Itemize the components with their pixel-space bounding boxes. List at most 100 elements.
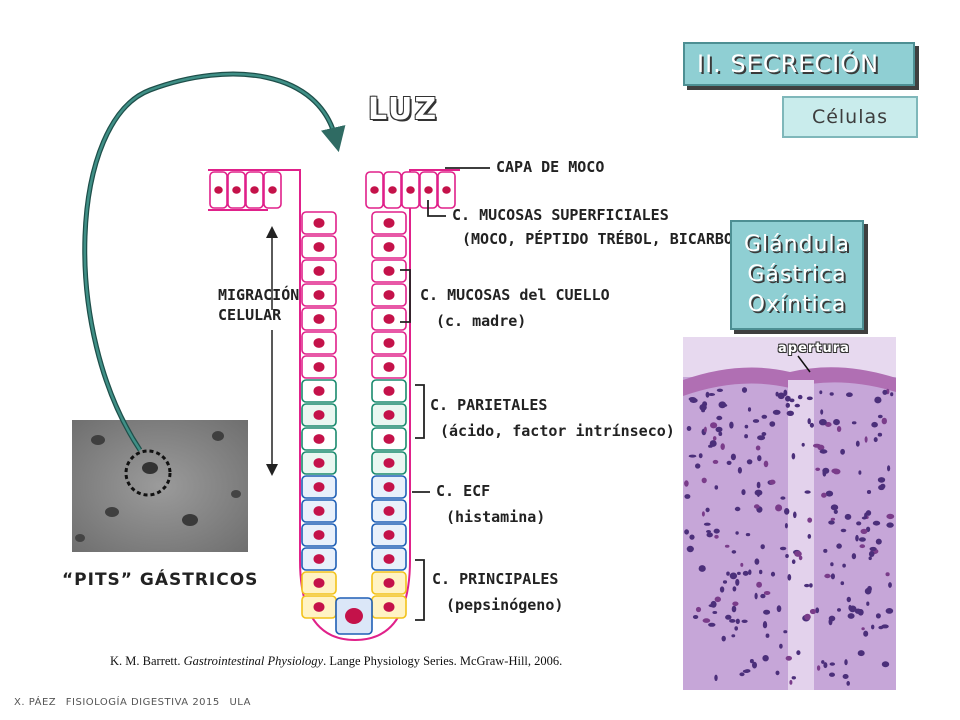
histology-nucleus bbox=[786, 410, 794, 416]
histology-nucleus bbox=[846, 596, 851, 603]
histology-nucleus bbox=[752, 661, 757, 669]
histology-nucleus bbox=[775, 670, 780, 676]
histology-nucleus bbox=[715, 426, 723, 433]
histology-nucleus bbox=[724, 544, 730, 548]
histology-nucleus bbox=[864, 436, 868, 443]
epithelial-cells bbox=[209, 171, 456, 635]
footer-course: FISIOLOGÍA DIGESTIVA 2015 bbox=[65, 697, 220, 708]
histology-nucleus bbox=[789, 680, 793, 685]
histology-nucleus bbox=[725, 614, 732, 620]
subtitle-box: Células bbox=[782, 96, 918, 138]
histology-nucleus bbox=[858, 470, 862, 475]
histology-nucleus bbox=[820, 409, 824, 415]
histology-nucleus bbox=[886, 522, 894, 528]
histology-nucleus bbox=[710, 600, 717, 608]
histology-nucleus bbox=[759, 569, 763, 575]
histology-nucleus bbox=[775, 391, 779, 397]
histology-nucleus bbox=[868, 551, 875, 557]
cell-nucleus bbox=[313, 218, 325, 228]
histology-nucleus bbox=[861, 516, 867, 520]
pits-caption: “PITS” GÁSTRICOS bbox=[62, 570, 259, 590]
histology-nucleus bbox=[718, 431, 723, 436]
histology-nucleus bbox=[844, 513, 852, 520]
lumen-label: LUZ bbox=[368, 92, 439, 127]
histology-nucleus bbox=[763, 460, 769, 468]
histology-nucleus bbox=[863, 630, 869, 637]
histology-nucleus bbox=[813, 443, 821, 448]
histology-nucleus bbox=[729, 572, 738, 580]
histology-nucleus bbox=[819, 419, 827, 426]
histology-nucleus bbox=[791, 453, 796, 460]
histology-nucleus bbox=[830, 517, 836, 521]
cell-nucleus bbox=[214, 186, 223, 194]
histology-nucleus bbox=[763, 591, 771, 595]
histology-nucleus bbox=[784, 508, 790, 515]
histology-nucleus bbox=[861, 627, 865, 631]
citation-rest: . Lange Physiology Series. McGraw-Hill, … bbox=[323, 654, 563, 668]
cell-nucleus bbox=[383, 434, 395, 444]
histology-nucleus bbox=[855, 534, 859, 542]
cell-nucleus bbox=[383, 386, 395, 396]
cell-nucleus bbox=[268, 186, 277, 194]
histology-nucleus bbox=[796, 650, 801, 656]
histology-nucleus bbox=[837, 608, 841, 612]
histology-nucleus bbox=[794, 550, 802, 557]
histology-nucleus bbox=[890, 392, 894, 397]
histology-nucleus bbox=[882, 389, 888, 395]
histology-nucleus bbox=[872, 520, 881, 526]
histology-nucleus bbox=[769, 421, 776, 427]
cell-nucleus bbox=[383, 602, 395, 612]
histology-nucleus bbox=[760, 593, 766, 599]
histology-nucleus bbox=[887, 465, 891, 472]
cell-nucleus bbox=[383, 338, 395, 348]
histology-nucleus bbox=[846, 392, 853, 398]
connector-arrow bbox=[82, 71, 339, 452]
cell-nucleus bbox=[313, 458, 325, 468]
histology-nucleus bbox=[785, 395, 791, 402]
histology-nucleus bbox=[807, 517, 813, 523]
histology-nucleus bbox=[821, 660, 825, 664]
histology-nucleus bbox=[791, 559, 796, 564]
section-title: II. SECRECIÓN bbox=[697, 50, 880, 78]
cell-nucleus bbox=[442, 186, 451, 194]
histology-nucleus bbox=[819, 449, 828, 454]
sem-micrograph bbox=[72, 420, 248, 552]
histology-nucleus bbox=[875, 613, 881, 619]
cell-nucleus bbox=[383, 362, 395, 372]
histology-nucleus bbox=[762, 621, 768, 629]
histology-nucleus bbox=[744, 434, 748, 439]
cell-nucleus bbox=[313, 482, 325, 492]
histology-nucleus bbox=[732, 601, 739, 607]
histology-nucleus bbox=[823, 548, 828, 553]
histology-nucleus bbox=[866, 490, 872, 494]
histology-nucleus bbox=[692, 615, 699, 619]
histology-nucleus bbox=[842, 563, 846, 568]
histology-nucleus bbox=[719, 586, 725, 593]
histology-nucleus bbox=[754, 489, 763, 496]
cell-nucleus bbox=[313, 266, 325, 276]
histology-nucleus bbox=[709, 440, 717, 447]
histology-nucleus bbox=[885, 572, 890, 577]
histology-nucleus bbox=[871, 624, 875, 630]
histology-nucleus bbox=[877, 477, 886, 483]
histology-nucleus bbox=[757, 435, 766, 441]
histology-nucleus bbox=[830, 573, 836, 580]
migration-label-1: MIGRACIÓN bbox=[218, 285, 299, 304]
histology-nucleus bbox=[761, 432, 767, 436]
histology-nucleus bbox=[684, 529, 689, 535]
gland-line-1: Glándula bbox=[743, 232, 851, 257]
cell-nucleus bbox=[383, 290, 395, 300]
histology-nucleus bbox=[761, 414, 768, 419]
histology-nucleus bbox=[731, 605, 737, 613]
histology-nucleus bbox=[829, 662, 835, 666]
surface-mucous-detail: (MOCO, PÉPTIDO TRÉBOL, BICARBONATO) bbox=[462, 229, 778, 248]
histology-nucleus bbox=[714, 485, 719, 490]
histology-nucleus bbox=[881, 661, 890, 668]
cell-nucleus bbox=[313, 290, 325, 300]
migration-label-2: CELULAR bbox=[218, 306, 282, 324]
histology-nucleus bbox=[737, 571, 741, 576]
footer: X. PÁEZ FISIOLOGÍA DIGESTIVA 2015 ULA bbox=[14, 697, 257, 708]
histology-nucleus bbox=[762, 655, 769, 662]
histology-nucleus bbox=[798, 555, 803, 561]
histology-nucleus bbox=[701, 511, 705, 517]
